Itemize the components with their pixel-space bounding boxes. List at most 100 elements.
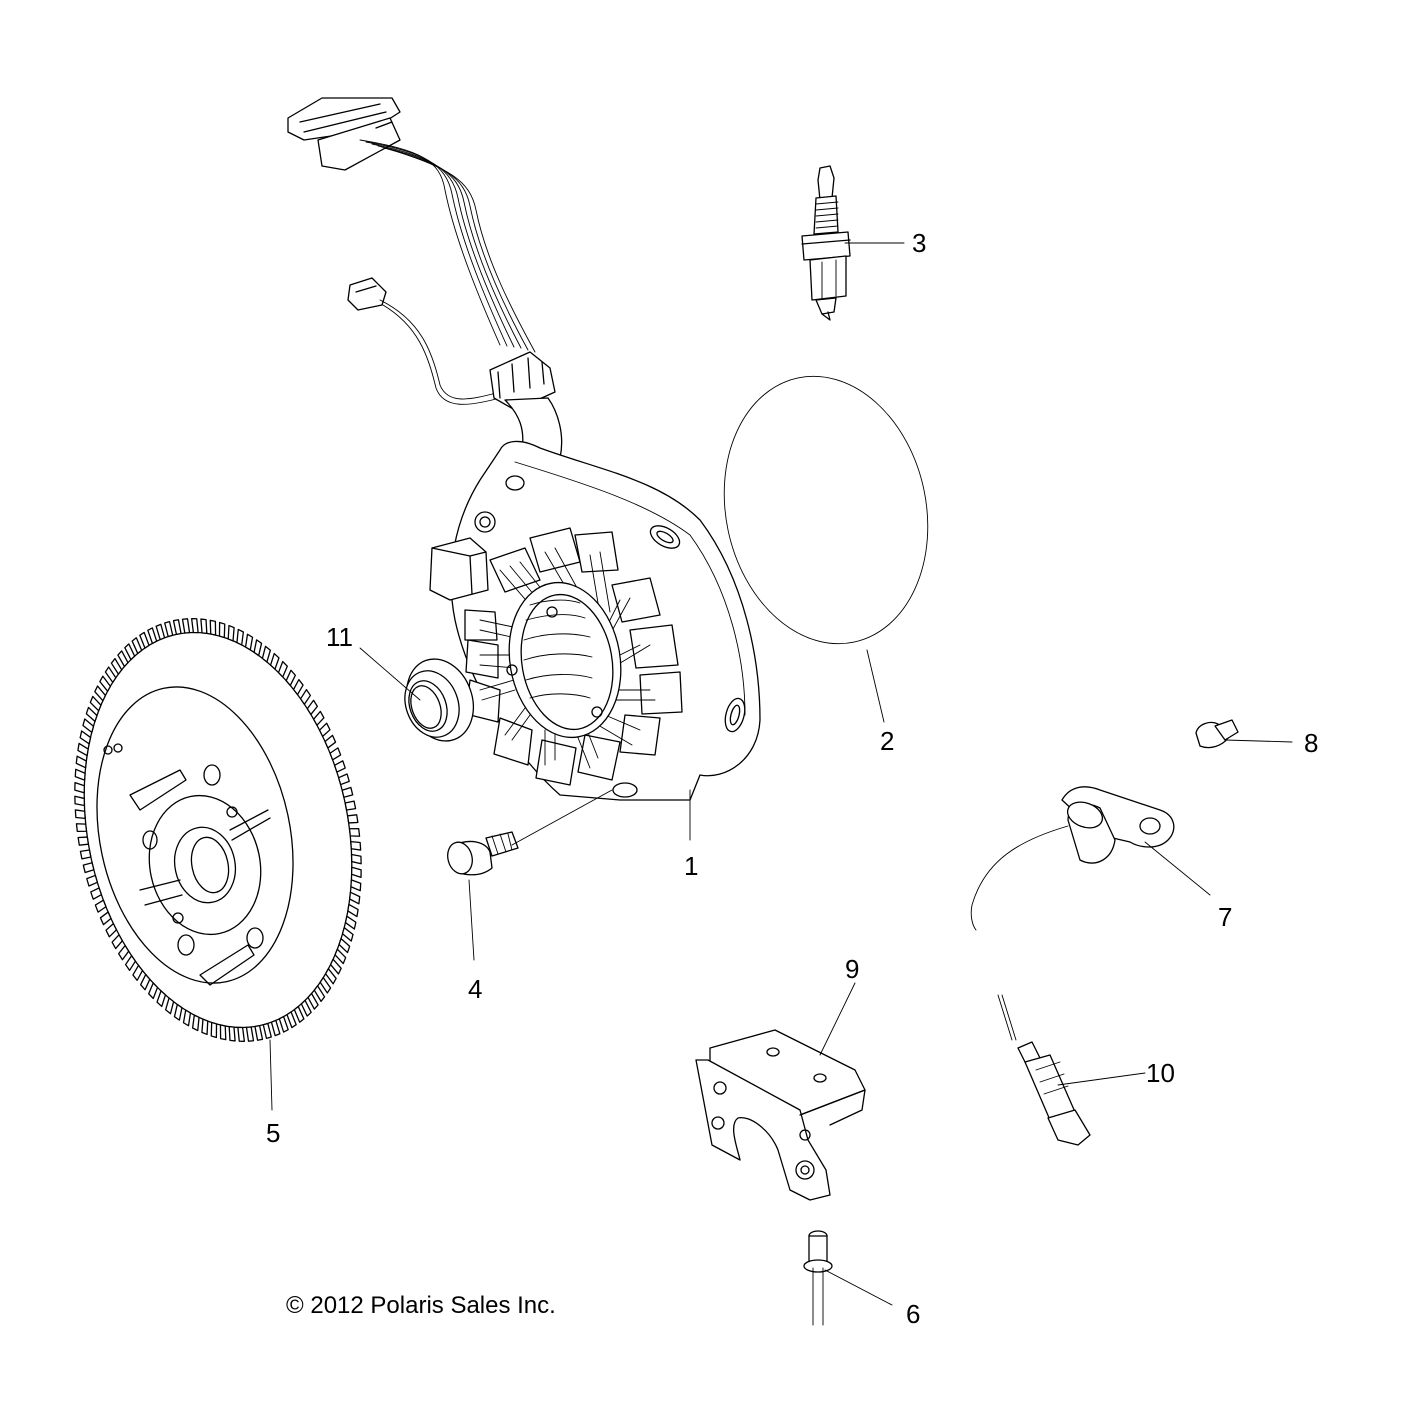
ring-gear-teeth xyxy=(74,618,362,1042)
gear-tooth xyxy=(155,623,166,641)
gear-tooth xyxy=(334,948,347,965)
gear-tooth xyxy=(99,911,112,926)
harness-wires xyxy=(359,139,536,353)
gear-tooth xyxy=(74,782,86,794)
gear-tooth xyxy=(117,944,130,961)
gear-tooth xyxy=(77,742,89,757)
gear-tooth xyxy=(349,891,361,905)
gear-tooth xyxy=(75,823,88,833)
gear-tooth xyxy=(104,666,117,684)
gear-tooth xyxy=(201,1018,209,1036)
gear-tooth xyxy=(313,985,326,1003)
gear-tooth xyxy=(209,619,217,636)
gear-tooth xyxy=(293,1005,305,1023)
callout-10: 10 xyxy=(1146,1058,1175,1088)
gear-tooth xyxy=(228,1025,236,1042)
gear-tooth xyxy=(156,990,167,1008)
gear-tooth xyxy=(344,915,357,930)
callouts: 1 2 3 4 5 6 7 8 9 10 11 xyxy=(266,228,1318,1329)
gear-tooth xyxy=(350,853,362,865)
gear-tooth xyxy=(346,814,359,824)
gear-tooth xyxy=(278,1015,289,1033)
gear-tooth xyxy=(99,675,112,692)
gear-tooth xyxy=(200,618,208,635)
gear-tooth xyxy=(111,934,123,950)
gear-tooth xyxy=(79,730,92,745)
gear-tooth xyxy=(299,689,312,705)
gear-tooth xyxy=(218,621,226,639)
gear-tooth xyxy=(344,800,357,811)
gear-tooth xyxy=(110,657,123,675)
callout-8: 8 xyxy=(1304,728,1318,758)
sensor-probe xyxy=(1017,1041,1091,1146)
gear-tooth xyxy=(86,874,99,887)
gear-tooth xyxy=(347,903,359,918)
stator-screw xyxy=(447,831,519,876)
gear-tooth xyxy=(237,1026,246,1042)
gear-tooth xyxy=(79,849,92,860)
gear-tooth xyxy=(172,619,182,636)
stator-windings xyxy=(464,527,683,786)
callout-11: 11 xyxy=(326,622,353,652)
gear-tooth xyxy=(286,1011,297,1029)
gear-tooth xyxy=(124,643,136,661)
spark-plug xyxy=(801,165,851,321)
gear-tooth xyxy=(324,734,337,749)
seal xyxy=(404,658,474,742)
gear-tooth xyxy=(75,755,87,769)
gear-tooth xyxy=(190,618,199,634)
gear-tooth xyxy=(182,1009,192,1027)
gear-tooth xyxy=(350,879,362,892)
gear-tooth xyxy=(292,678,304,696)
gear-tooth xyxy=(253,639,263,657)
gear-tooth xyxy=(350,866,362,878)
gear-tooth xyxy=(210,1021,218,1039)
gear-tooth xyxy=(270,1019,281,1037)
gear-tooth xyxy=(333,760,346,773)
gear-tooth xyxy=(219,1024,227,1041)
gear-tooth xyxy=(139,631,150,649)
callout-7: 7 xyxy=(1218,902,1232,932)
gear-tooth xyxy=(341,786,354,798)
gear-tooth xyxy=(85,706,98,722)
callout-3: 3 xyxy=(912,228,926,258)
gear-tooth xyxy=(94,899,107,913)
callout-9: 9 xyxy=(845,954,859,984)
bracket xyxy=(695,1029,866,1201)
gear-tooth xyxy=(313,710,325,726)
callout-6: 6 xyxy=(906,1299,920,1329)
callout-2: 2 xyxy=(880,726,894,756)
gasket xyxy=(723,375,929,645)
gear-tooth xyxy=(341,926,354,942)
gear-tooth xyxy=(254,1024,264,1041)
gear-tooth xyxy=(74,795,86,807)
gear-tooth xyxy=(90,887,103,900)
gear-tooth xyxy=(164,997,175,1015)
sensor-plug xyxy=(347,277,501,405)
harness-connector xyxy=(287,97,401,171)
gear-tooth xyxy=(148,982,159,1000)
gear-tooth xyxy=(89,695,102,712)
gear-tooth xyxy=(191,1014,200,1032)
gear-tooth xyxy=(277,660,288,678)
gear-tooth xyxy=(173,1003,183,1021)
callout-4: 4 xyxy=(468,974,482,1004)
wire-grommet xyxy=(489,351,556,411)
gear-tooth xyxy=(227,624,235,642)
gear-tooth xyxy=(337,773,350,786)
gear-tooth xyxy=(131,637,143,655)
gear-tooth xyxy=(74,809,86,819)
gear-tooth xyxy=(82,862,95,874)
flywheel xyxy=(74,618,362,1042)
gear-tooth xyxy=(307,992,319,1010)
gear-tooth xyxy=(338,938,351,954)
gear-tooth xyxy=(306,699,319,716)
gear-tooth xyxy=(348,827,361,837)
gear-tooth xyxy=(262,1022,272,1040)
bolt xyxy=(1195,719,1239,749)
gear-tooth xyxy=(324,968,337,985)
gear-tooth xyxy=(94,685,107,702)
gear-tooth xyxy=(181,618,191,634)
gear-tooth xyxy=(82,718,95,734)
